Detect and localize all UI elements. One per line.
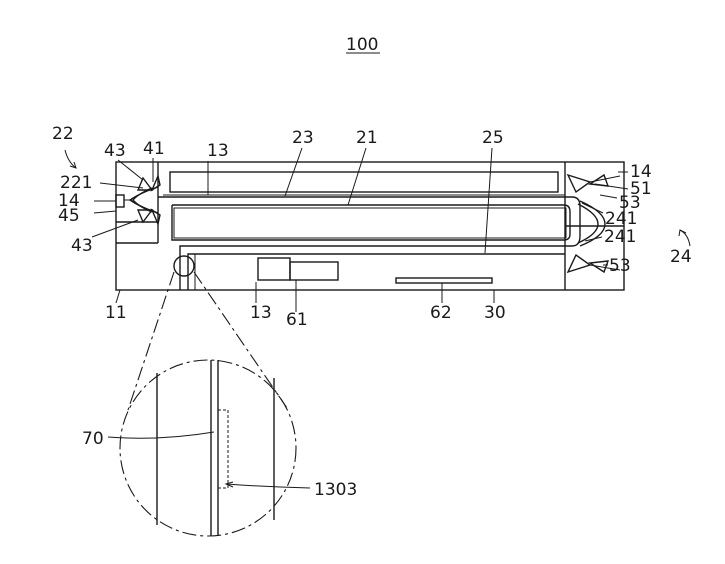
label-62: 62 bbox=[430, 303, 452, 323]
component-61 bbox=[257, 257, 339, 281]
upper-wall bbox=[163, 171, 565, 196]
detail-chain-right bbox=[193, 271, 288, 409]
label-61: 61 bbox=[286, 310, 308, 330]
label-41: 41 bbox=[143, 139, 165, 159]
label-53-upper: 53 bbox=[619, 193, 641, 213]
label-45: 45 bbox=[58, 206, 80, 226]
leader-lines bbox=[64, 147, 691, 489]
magnified-detail bbox=[119, 359, 297, 537]
label-241-upper: 241 bbox=[605, 209, 637, 229]
label-51: 51 bbox=[630, 179, 652, 199]
label-43-upper: 43 bbox=[104, 141, 126, 161]
label-30: 30 bbox=[484, 303, 506, 323]
label-221: 221 bbox=[60, 173, 92, 193]
label-23: 23 bbox=[292, 128, 314, 148]
label-22: 22 bbox=[52, 124, 74, 144]
reference-labels: 22 43 41 13 23 21 25 14 221 14 45 43 51 … bbox=[52, 124, 692, 500]
label-43-lower: 43 bbox=[71, 236, 93, 256]
detail-callout-circle bbox=[173, 255, 195, 277]
label-14-right: 14 bbox=[630, 162, 652, 182]
label-14-left: 14 bbox=[58, 191, 80, 211]
detail-chain-left bbox=[127, 271, 175, 411]
figure-number: 100 bbox=[346, 35, 378, 55]
label-21: 21 bbox=[356, 128, 378, 148]
label-241-lower: 241 bbox=[604, 227, 636, 247]
label-70: 70 bbox=[82, 429, 104, 449]
label-25: 25 bbox=[482, 128, 504, 148]
component-62 bbox=[395, 277, 493, 284]
housing bbox=[115, 161, 625, 291]
label-24: 24 bbox=[670, 247, 692, 267]
heat-pipe bbox=[158, 196, 581, 290]
label-11: 11 bbox=[105, 303, 127, 323]
label-13-lower: 13 bbox=[250, 303, 272, 323]
label-53-lower: 53 bbox=[609, 256, 631, 276]
label-1303: 1303 bbox=[314, 480, 357, 500]
label-13-upper: 13 bbox=[207, 141, 229, 161]
left-fan-assembly bbox=[115, 173, 161, 227]
